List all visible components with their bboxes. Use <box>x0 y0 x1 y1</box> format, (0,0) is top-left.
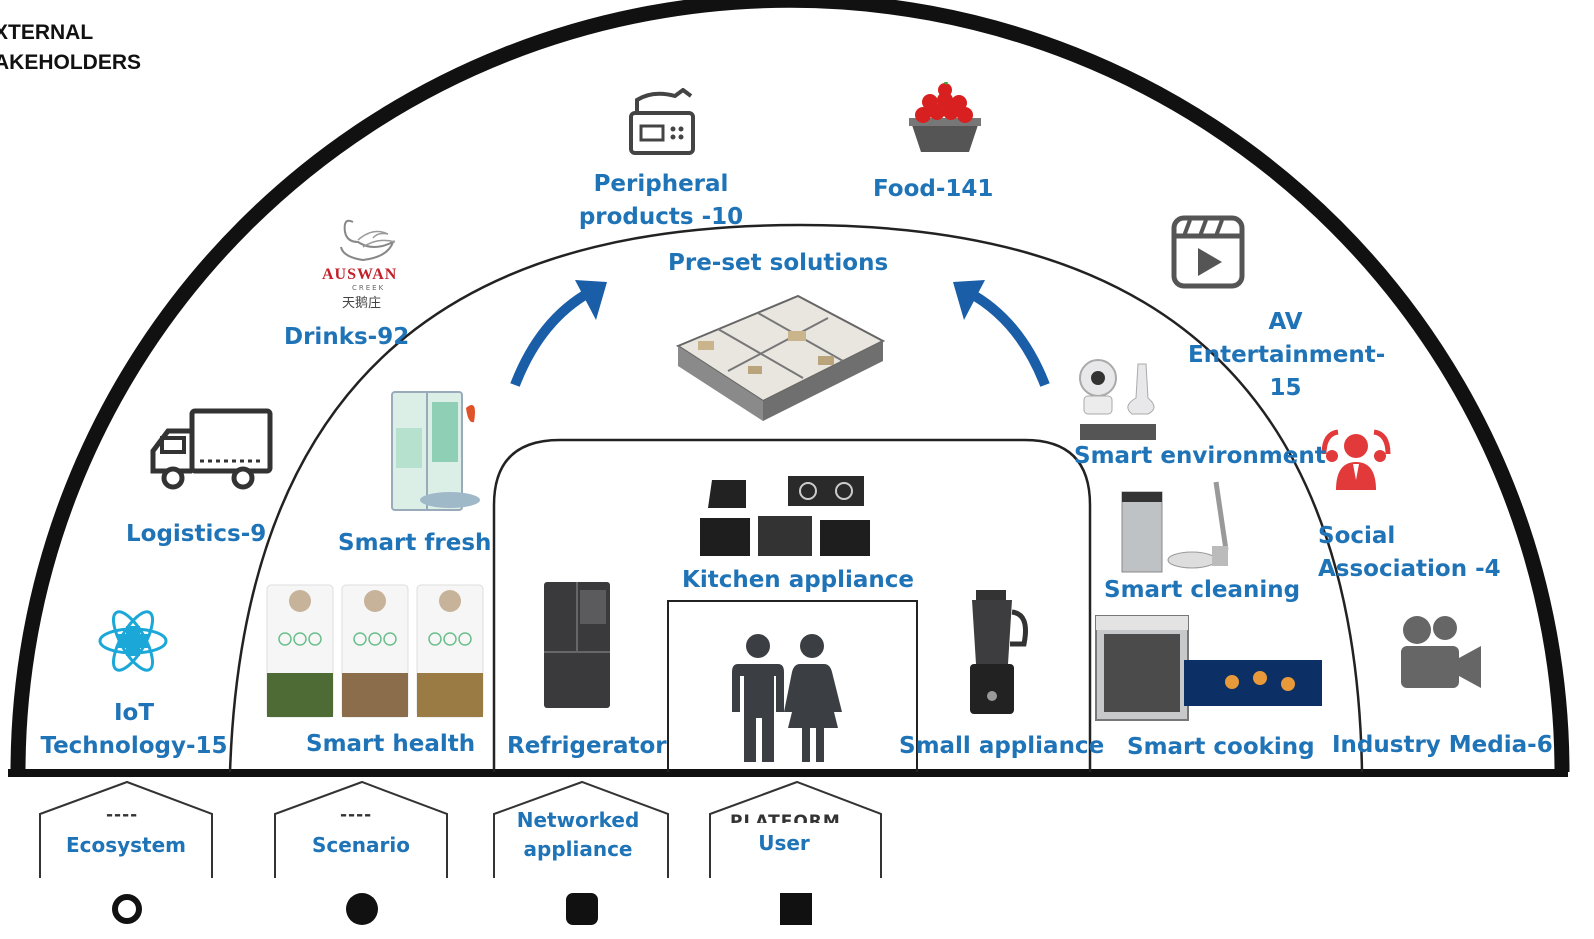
marker-square <box>780 893 812 925</box>
video-camera-icon <box>1401 616 1481 688</box>
label-av-entertainment: AV Entertainment-15 <box>1188 309 1386 401</box>
refrigerator-icon <box>544 582 610 708</box>
brand-cn: 天鹅庄 <box>342 296 382 311</box>
marker-open-circle <box>112 894 142 924</box>
cleaning-appliance-icon <box>1121 481 1229 573</box>
house-label-networked-appliance: Networked appliance <box>516 808 640 861</box>
social-association-icon <box>1321 429 1391 490</box>
health-recipes-icon <box>266 584 484 718</box>
house-scenario <box>274 780 448 878</box>
brand-name: AUSWAN <box>322 266 398 283</box>
kitchen-appliances-icon <box>700 476 870 556</box>
house-networked <box>493 780 669 878</box>
label-smart-cooking: Smart cooking <box>1127 734 1315 760</box>
label-smart-health: Smart health <box>306 731 476 757</box>
users-couple-icon <box>732 634 842 762</box>
food-basket-icon <box>909 82 981 152</box>
house-top-platform: PLATFORM <box>730 812 841 823</box>
smart-fridge-icon <box>391 391 480 511</box>
house-user <box>709 780 882 878</box>
truck-icon <box>150 408 273 490</box>
blender-icon <box>970 590 1028 714</box>
label-iot-technology: IoT Technology-15 <box>40 700 228 759</box>
label-drinks: Drinks-92 <box>284 324 410 350</box>
smart-oven-icon <box>1095 615 1322 721</box>
user-frame <box>667 600 918 772</box>
house-label-ecosystem: Ecosystem <box>65 833 187 857</box>
kitchen-scale-icon <box>629 88 695 155</box>
label-kitchen-appliance: Kitchen appliance <box>682 567 915 593</box>
inner-frame <box>492 438 1092 772</box>
left-arrowhead <box>575 280 607 320</box>
marker-filled-circle <box>346 893 378 925</box>
corner-title-line1: XTERNAL <box>0 21 94 44</box>
label-industry-media: Industry Media-6 <box>1332 732 1553 758</box>
label-preset-solutions: Pre-set solutions <box>668 250 889 276</box>
label-smart-cleaning: Smart cleaning <box>1104 577 1301 603</box>
marker-rounded-square <box>566 893 598 925</box>
label-food: Food-141 <box>873 176 994 202</box>
corner-title-line2: AKEHOLDERS <box>0 51 142 74</box>
label-smart-fresh: Smart fresh <box>338 530 492 556</box>
outer-arc <box>10 0 1570 773</box>
corner-title: XTERNAL AKEHOLDERS <box>0 18 141 78</box>
house-label-user: User <box>758 831 810 855</box>
label-refrigerator: Refrigerator <box>507 733 667 759</box>
label-smart-environment: Smart environment <box>1074 443 1326 469</box>
video-clapper-icon <box>1171 215 1245 289</box>
swan-logo-icon <box>340 219 396 262</box>
label-social-association: Social Association -4 <box>1318 523 1501 582</box>
middle-arc <box>228 223 1364 773</box>
iot-atom-icon <box>98 610 168 672</box>
house-top-ecosystem: ---- <box>106 805 139 825</box>
left-arrow <box>510 287 593 387</box>
right-arrowhead <box>953 280 985 320</box>
brand-sub: CREEK <box>352 284 386 292</box>
label-peripheral-products: Peripheral products -10 <box>578 171 744 230</box>
label-small-appliance: Small appliance <box>899 733 1105 759</box>
house-label-scenario: Scenario <box>311 833 411 857</box>
house-top-scenario: ---- <box>340 805 373 825</box>
right-arrow <box>965 287 1050 387</box>
house-ecosystem <box>39 780 213 878</box>
security-camera-icon <box>1079 359 1156 440</box>
floorplan-3d-icon <box>675 294 886 421</box>
label-logistics: Logistics-9 <box>126 521 267 547</box>
